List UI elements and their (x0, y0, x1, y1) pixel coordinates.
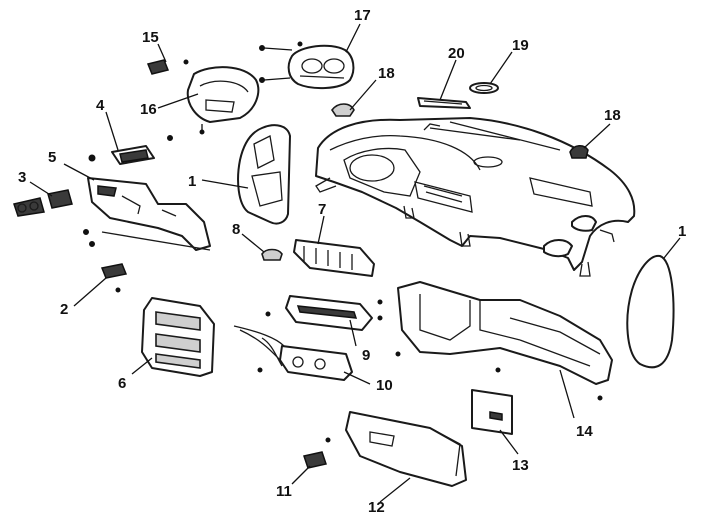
part-19-speaker-grille (469, 82, 499, 94)
callout-17: 17 (354, 7, 371, 24)
callout-labels: 15 17 16 18 20 19 18 4 5 1 3 7 8 1 2 6 9… (18, 7, 686, 516)
callout-16: 16 (140, 101, 157, 118)
part-15-switch (146, 59, 189, 75)
part-20-defroster-grille (417, 97, 471, 109)
callout-3: 3 (18, 169, 26, 186)
part-7-center-vent (293, 239, 375, 277)
part-1-right-end-cap (626, 254, 675, 369)
callout-8: 8 (232, 221, 240, 238)
part-16-cluster-hood (186, 66, 260, 135)
callout-1-left: 1 (188, 173, 196, 190)
callout-14: 14 (576, 423, 593, 440)
part-1-left-trim-panel (237, 124, 291, 225)
callout-4: 4 (96, 97, 105, 114)
callout-11: 11 (276, 483, 292, 500)
callout-12: 12 (368, 499, 385, 516)
callout-2: 2 (60, 301, 68, 318)
instrument-panel (315, 117, 636, 277)
part-10-climate-control (233, 325, 353, 381)
part-11-latch (303, 437, 331, 469)
callout-7: 7 (318, 201, 326, 218)
part-18-cap-left (331, 103, 355, 117)
part-5-lower-left-panel (83, 177, 211, 251)
part-3-switch-pair (13, 189, 73, 217)
part-2-bracket (100, 263, 128, 293)
leader-lines (29, 23, 681, 503)
callout-9: 9 (362, 347, 370, 364)
callout-10: 10 (376, 377, 393, 394)
part-9-audio-unit (265, 295, 383, 331)
part-13-cover-plate (471, 389, 513, 435)
part-17-instrument-cluster (259, 41, 355, 90)
callout-13: 13 (512, 457, 529, 474)
callout-15: 15 (142, 29, 159, 46)
callout-18-top: 18 (378, 65, 395, 82)
part-6-center-bezel (141, 297, 215, 377)
callout-6: 6 (118, 375, 126, 392)
callout-1-right: 1 (678, 223, 686, 240)
part-12-glove-box (345, 411, 467, 487)
callout-20: 20 (448, 45, 465, 62)
part-18-cap-right (569, 145, 589, 159)
callout-19: 19 (512, 37, 529, 54)
part-14-lower-right-panel (377, 281, 613, 401)
part-8-switch (261, 248, 283, 261)
callout-5: 5 (48, 149, 56, 166)
part-4-switch-module (88, 135, 173, 165)
callout-18-right: 18 (604, 107, 621, 124)
